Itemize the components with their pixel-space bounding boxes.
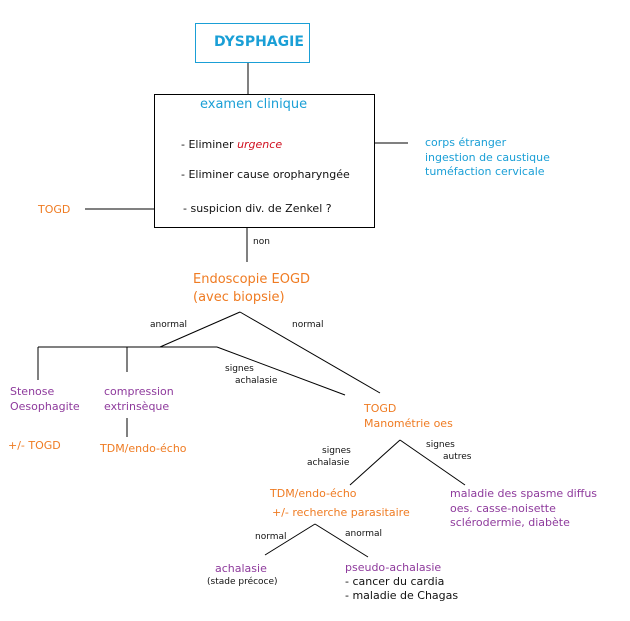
exam-item-urgence-prefix: - Eliminer: [181, 138, 238, 151]
achalasie-result: achalasie: [215, 562, 267, 575]
urgence-cause-2: ingestion de caustique: [425, 151, 550, 164]
stenose-next-togd: +/- TOGD: [8, 439, 61, 452]
stade-precoce: (stade précoce): [207, 577, 278, 587]
edge-label-anormal-1: anormal: [150, 320, 188, 330]
urgence-cause-3: tuméfaction cervicale: [425, 165, 545, 178]
edge-label-normal-1: normal: [292, 320, 324, 330]
urgence-cause-1: corps étranger: [425, 136, 507, 149]
togd-mano-line-2: Manométrie oes: [364, 417, 453, 430]
tdm-recherche-line-1: TDM/endo-écho: [270, 487, 357, 500]
compression-next-tdm: TDM/endo-écho: [100, 442, 187, 455]
line-togd-to-autres: [399, 439, 466, 486]
edge-label-achalasie-2: achalasie: [307, 458, 350, 468]
urgence-emphasis: urgence: [237, 138, 283, 151]
stenose-line-2: Oesophagite: [10, 400, 80, 413]
line-endoscopie-to-anormal: [159, 311, 241, 348]
stenose-line-1: Stenose: [10, 385, 55, 398]
maladie-spasme-line-1: maladie des spasme diffus: [450, 487, 598, 500]
line-tdm-to-achalasie: [264, 523, 316, 556]
pseudo-item-chagas: - maladie de Chagas: [345, 589, 459, 602]
edge-label-anormal-2: anormal: [345, 529, 383, 539]
edge-label-signes-2: signes: [322, 446, 351, 456]
edge-label-non: non: [253, 237, 270, 247]
edge-label-normal-2: normal: [255, 532, 287, 542]
pseudo-item-cancer: - cancer du cardia: [345, 575, 445, 588]
edge-label-signes-autres-2: autres: [443, 452, 472, 462]
exam-box: [154, 94, 375, 228]
compression-line-1: compression: [104, 385, 174, 398]
endoscopie-line-1: Endoscopie EOGD: [193, 272, 311, 287]
line-tdm-to-pseudo: [314, 523, 369, 558]
compression-line-2: extrinsèque: [104, 400, 170, 413]
exam-item-zenkel: - suspicion div. de Zenkel ?: [183, 202, 332, 215]
exam-item-oropharyngee: - Eliminer cause oropharyngée: [181, 168, 350, 181]
endoscopie-line-2: (avec biopsie): [193, 290, 285, 305]
line-signes-achalasie-1: [216, 346, 346, 396]
line-endoscopie-to-normal: [239, 311, 381, 394]
dysphagie-title-box: [195, 23, 310, 63]
pseudo-achalasie-title: pseudo-achalasie: [345, 561, 442, 574]
maladie-spasme-line-2: oes. casse-noisette: [450, 502, 556, 515]
maladie-spasme-line-3: sclérodermie, diabète: [450, 516, 570, 529]
edge-label-signes-1: signes: [225, 364, 254, 374]
edge-label-achalasie-1: achalasie: [235, 376, 278, 386]
tdm-recherche-line-2: +/- recherche parasitaire: [272, 506, 410, 519]
togd-mano-line-1: TOGD: [364, 402, 397, 415]
edge-label-signes-autres-1: signes: [426, 440, 455, 450]
togd-left: TOGD: [38, 203, 71, 216]
exam-item-urgence: - Eliminer urgence: [181, 138, 282, 151]
dysphagie-title: DYSPHAGIE: [214, 34, 304, 50]
line-togd-to-achalasie: [349, 439, 401, 486]
exam-title: examen clinique: [200, 97, 308, 112]
